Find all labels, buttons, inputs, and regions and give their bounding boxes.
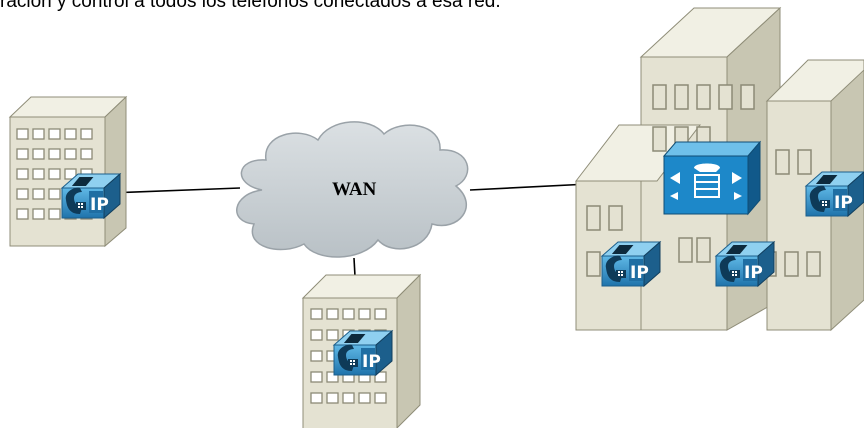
ip-phone-icon: [715, 241, 775, 287]
cloud-icon: WAN: [236, 121, 469, 258]
wan-label: WAN: [332, 179, 377, 200]
ip-phone-icon: [601, 241, 661, 287]
ip-phone-icon: [805, 171, 864, 217]
building-icon: [301, 273, 422, 428]
building-icon: [8, 95, 128, 248]
call-manager-icon: [662, 140, 762, 216]
link-left-wan: [107, 187, 241, 194]
ip-phone-icon: [333, 330, 393, 376]
ip-phone-icon: [61, 173, 121, 219]
caption-text: ración y control a todos los teléfonos c…: [0, 0, 501, 12]
